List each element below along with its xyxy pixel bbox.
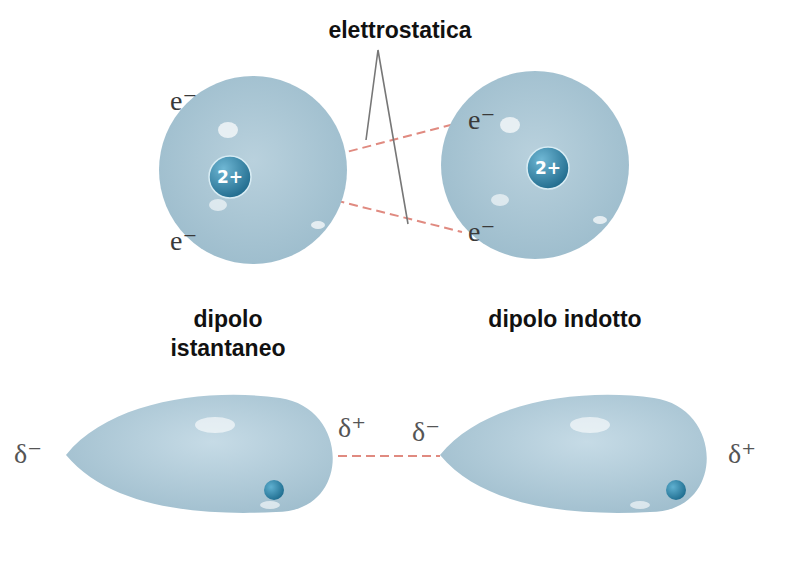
nucleus: 2+ [208, 155, 252, 199]
attraction-line [338, 455, 440, 457]
leader-line [366, 50, 408, 224]
atom: e⁻ e⁻ 2+ [440, 70, 630, 260]
dipole-shape [440, 395, 707, 513]
atom: e⁻ e⁻ 2+ [158, 75, 348, 265]
charge-label: δ⁺ [728, 440, 756, 468]
nucleus: 2+ [526, 146, 570, 190]
force-label: elettrostatica [270, 16, 530, 45]
charge-number: 2+ [535, 158, 561, 178]
charge-number: 2+ [217, 167, 243, 187]
charge-label: δ⁺ [338, 414, 366, 442]
electron-symbol: e⁻ [468, 218, 495, 246]
electron-symbol: e⁻ [468, 106, 495, 134]
electron-symbol: e⁻ [170, 227, 197, 255]
electron-symbol: e⁻ [170, 87, 197, 115]
dipole-label: dipolo istantaneo [143, 305, 313, 363]
charge-label: δ⁻ [14, 440, 42, 468]
dipole-label: dipolo indotto [480, 305, 650, 334]
dipole-shape [66, 395, 333, 513]
charge-label: δ⁻ [412, 418, 440, 446]
